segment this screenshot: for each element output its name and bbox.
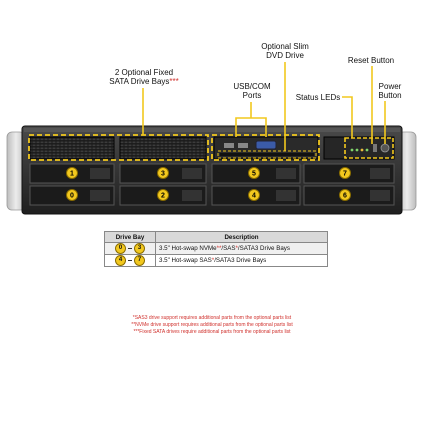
- bay-range-start-badge: 0: [115, 243, 126, 254]
- usb-port-1: [224, 143, 234, 148]
- range-dash: [128, 260, 132, 261]
- power-button: [380, 143, 390, 153]
- legend-description: 3.5" Hot-swap NVMe**/SAS*/SATA3 Drive Ba…: [155, 242, 328, 255]
- desc-mark-a: **: [216, 245, 222, 252]
- callout-dvd: Optional Slim DVD Drive: [250, 42, 320, 60]
- callout-dvd-line1: Optional Slim: [261, 42, 309, 51]
- bay-badge-bottom-4: 4: [248, 189, 260, 201]
- callout-reset: Reset Button: [340, 56, 402, 65]
- dvd-slot: [220, 153, 314, 156]
- bay-number: 7: [343, 171, 347, 178]
- desc-part-a: 3.5" Hot-swap SAS: [159, 257, 212, 264]
- fixed-sata-bay-right: [119, 136, 207, 160]
- callout-usb-line1: USB/COM: [233, 82, 271, 91]
- range-dash: [128, 248, 132, 249]
- bay-range-start-badge: 4: [115, 255, 126, 266]
- callout-dvd-line2: DVD Drive: [266, 51, 304, 60]
- callout-usb-line2: Ports: [242, 91, 262, 100]
- callout-fixed-sata: 2 Optional Fixed SATA Drive Bays***: [96, 68, 192, 86]
- bay-badge-top-5: 5: [248, 167, 260, 179]
- leader-lines: [142, 62, 386, 151]
- control-panel: [323, 136, 395, 160]
- bay-badge-top-7: 7: [339, 167, 351, 179]
- bay-badge-top-1: 1: [66, 167, 78, 179]
- usb-port-2: [238, 143, 248, 148]
- bay-badge-bottom-6: 6: [339, 189, 351, 201]
- com-port: [255, 140, 277, 150]
- desc-part-b: /SATA3 Drive Bays: [214, 257, 267, 264]
- footnotes: *SAS3 drive support requires additional …: [0, 315, 424, 336]
- reset-button: [373, 144, 377, 152]
- dvd-highlight: [217, 150, 317, 159]
- desc-mark-b: *: [235, 245, 238, 252]
- callout-power: Power Button: [370, 82, 410, 100]
- desc-part-c: /SATA3 Drive Bays: [237, 245, 290, 252]
- bay-range-end-badge: 7: [134, 255, 145, 266]
- front-panel-highlight: [211, 134, 320, 161]
- fixed-sata-bay-left: [29, 136, 115, 160]
- bay-badge-bottom-0: 0: [66, 189, 78, 201]
- desc-part-b: /SAS: [221, 245, 236, 252]
- footnote-fixed-sata: ***Fixed SATA drives require additional …: [133, 329, 291, 335]
- bay-number: 0: [70, 193, 74, 200]
- legend-description: 3.5" Hot-swap SAS*/SATA3 Drive Bays: [155, 254, 328, 267]
- bay-number: 6: [343, 193, 347, 200]
- callout-fixed-sata-line1: 2 Optional Fixed: [114, 68, 174, 77]
- bay-number: 5: [252, 171, 256, 178]
- control-highlight: [344, 137, 394, 159]
- bay-badge-bottom-2: 2: [157, 189, 169, 201]
- bay-range-end-badge: 3: [134, 243, 145, 254]
- desc-part-a: 3.5" Hot-swap NVMe: [159, 245, 217, 252]
- bay-badge-top-3: 3: [157, 167, 169, 179]
- legend-header-bay: Drive Bay: [104, 231, 156, 243]
- callout-status-leds: Status LEDs: [288, 93, 348, 102]
- bay-number: 2: [161, 193, 165, 200]
- callout-power-line1: Power: [378, 82, 402, 91]
- callout-fixed-sata-line2: SATA Drive Bays: [109, 77, 170, 86]
- bay-number: 1: [70, 171, 74, 178]
- status-leds: [350, 148, 369, 152]
- callout-fixed-sata-marker: ***: [169, 77, 179, 86]
- bay-number: 3: [161, 171, 165, 178]
- callout-power-line2: Button: [378, 91, 402, 100]
- footnote-nvme: **NVMe drive support requires additional…: [131, 322, 293, 328]
- legend-header-description: Description: [155, 231, 328, 243]
- leader-status-leds: [342, 96, 353, 138]
- legend-header-row: Drive Bay Description: [104, 231, 328, 243]
- callout-reset-line1: Reset Button: [347, 56, 395, 65]
- callout-status-line1: Status LEDs: [295, 93, 341, 102]
- bay-number: 4: [252, 193, 256, 200]
- fixed-sata-highlight: [28, 134, 209, 161]
- callout-usb-com: USB/COM Ports: [222, 82, 282, 100]
- desc-mark-a: *: [211, 257, 215, 264]
- footnote-sas3: *SAS3 drive support requires additional …: [132, 315, 292, 321]
